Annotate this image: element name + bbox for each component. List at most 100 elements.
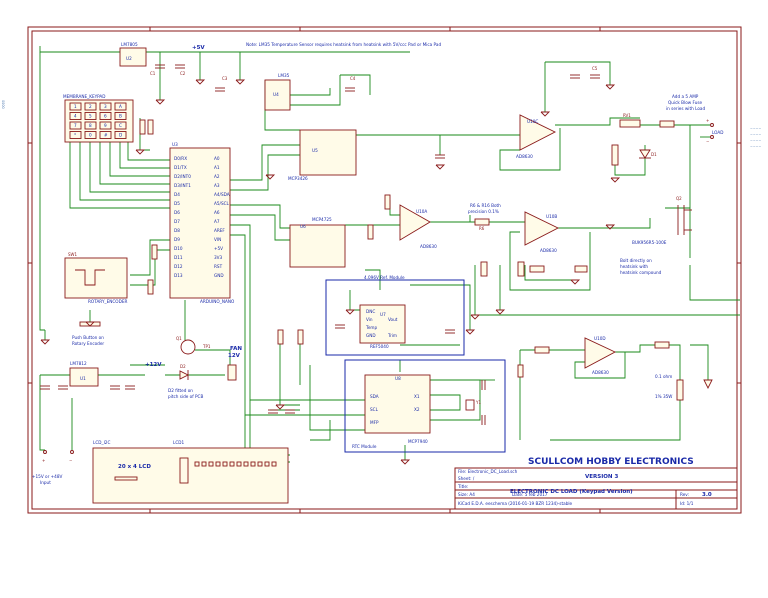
tb-date: Date: 5 feb 2017 — [512, 492, 548, 497]
svg-text:LCD1: LCD1 — [173, 440, 184, 445]
keypad-key-label: C — [119, 123, 122, 128]
arduino-pin-label: D10 — [174, 246, 183, 251]
diode-d1: D1 — [639, 149, 657, 159]
arduino-pin-label: A0 — [214, 156, 220, 161]
lcd-pin — [271, 461, 277, 467]
svg-text:+: + — [706, 118, 709, 123]
arduino-pin-label: 3V3 — [214, 255, 223, 260]
lcd-pin — [250, 461, 256, 467]
svg-text:heatsink compound: heatsink compound — [620, 270, 662, 275]
ground-symbol — [605, 224, 616, 230]
arduino-nano: U3 ARDUINO_NANO D0/RXD1/TXD2/INT0D3/INT1… — [169, 142, 235, 304]
svg-text:Q2: Q2 — [676, 196, 682, 201]
svg-text:~~~~: ~~~~ — [750, 133, 762, 137]
ground-symbol — [155, 99, 166, 105]
svg-text:~~~~: ~~~~ — [750, 139, 762, 143]
svg-text:LM35: LM35 — [278, 73, 290, 78]
svg-text:MEMBRANE_KEYPAD: MEMBRANE_KEYPAD — [63, 94, 106, 99]
svg-text:20 x 4 LCD: 20 x 4 LCD — [118, 464, 151, 470]
svg-text:U10B: U10B — [546, 214, 557, 219]
svg-text:U6: U6 — [300, 224, 306, 229]
ground-symbol — [275, 404, 286, 410]
svg-text:U3: U3 — [172, 142, 178, 147]
rotary-encoder: ROTARY_ENCODER SW1 — [64, 252, 127, 304]
keypad-key-label: 1 — [74, 104, 77, 109]
svg-text:Rotary Encoder: Rotary Encoder — [72, 341, 104, 346]
arduino-pin-label: A4/SDA — [214, 192, 230, 197]
lcd-pin — [229, 461, 235, 467]
keypad-key-label: 6 — [104, 114, 107, 119]
keypad-key — [99, 121, 112, 130]
arduino-pin-label: D7 — [174, 219, 180, 224]
ground-symbol — [135, 149, 146, 155]
lcd-pin — [222, 461, 228, 467]
keypad-key-label: 4 — [74, 114, 77, 119]
svg-text:BUK956R5-100E: BUK956R5-100E — [632, 240, 667, 245]
svg-text:+15V or +48V: +15V or +48V — [32, 474, 62, 479]
tb-rev-label: Rev: — [680, 492, 689, 497]
arduino-pin-label: A6 — [214, 210, 220, 215]
svg-text:D2 fitted on: D2 fitted on — [168, 388, 193, 393]
keypad-key — [114, 121, 127, 130]
opamp-u10d: U10D AD8630 — [584, 336, 617, 375]
sheet-frame — [27, 26, 742, 514]
resistors-u10d — [517, 341, 670, 378]
ground-symbol — [235, 79, 246, 85]
svg-text:heatsink with: heatsink with — [620, 264, 648, 269]
rtc-module: RTC Module U8 MCP7940 SDA SCL MFP X1 X2 … — [344, 359, 506, 453]
svg-text:U10C: U10C — [527, 119, 538, 124]
keypad-key — [114, 131, 127, 139]
keypad-key-label: 7 — [74, 123, 77, 128]
ground-symbol — [40, 339, 51, 345]
fuse-note: Add a 5 AMP Quick Blow Fuse in series wi… — [666, 94, 705, 111]
opamp-u10a: U10A AD8630 — [399, 204, 437, 249]
svg-text:REF5040: REF5040 — [370, 344, 389, 349]
svg-text:0.1 ohm: 0.1 ohm — [655, 374, 672, 379]
arduino-pin-label: D9 — [174, 237, 180, 242]
svg-text:DNC: DNC — [366, 309, 375, 314]
arduino-pin-label: D6 — [174, 210, 180, 215]
ground-symbol — [605, 84, 616, 90]
brand-title: SCULLCOM HOBBY ELECTRONICS — [528, 457, 694, 467]
tb-id: Id: 1/1 — [680, 501, 694, 506]
svg-text:ROTARY_ENCODER: ROTARY_ENCODER — [88, 299, 127, 304]
arduino-pin-label: RST — [214, 264, 223, 269]
ground-symbol — [465, 329, 476, 335]
lcd-pin — [215, 461, 221, 467]
opamp-u10b: U10B AD8630 — [524, 211, 560, 253]
ground-symbol — [495, 309, 506, 315]
svg-text:MCP4725: MCP4725 — [312, 217, 332, 222]
arduino-pin-label: A5/SCL — [214, 201, 230, 206]
svg-text:4.096V Ref. Module: 4.096V Ref. Module — [364, 275, 405, 280]
resistor-rv1: RV1 — [611, 113, 675, 166]
svg-text:U10D: U10D — [594, 336, 606, 341]
keypad-key — [114, 112, 127, 120]
svg-text:0000: 0000 — [1, 100, 5, 109]
regulator-lm7812: LM7812 U1 — [69, 361, 99, 387]
keypad-key — [69, 121, 82, 130]
arduino-pin-label: D2/INT0 — [174, 174, 191, 179]
svg-text:RV1: RV1 — [623, 113, 631, 118]
ground-symbol — [85, 321, 96, 327]
arduino-pin-label: D4 — [174, 192, 180, 197]
svg-text:AD8630: AD8630 — [420, 244, 437, 249]
svg-text:D2: D2 — [180, 364, 186, 369]
svg-text:precision 0.1%: precision 0.1% — [468, 209, 499, 214]
svg-text:LCD_I2C: LCD_I2C — [93, 440, 110, 445]
supply-input: + − +15V or +48V Input — [32, 450, 74, 485]
arduino-pin-label: D12 — [174, 264, 183, 269]
svg-text:Y1: Y1 — [475, 400, 481, 405]
ground-symbol — [540, 111, 551, 117]
svg-text:−: − — [69, 458, 72, 463]
svg-text:Bolt directly on: Bolt directly on — [620, 258, 652, 263]
svg-text:C4: C4 — [350, 76, 356, 81]
svg-text:Trim: Trim — [387, 333, 397, 338]
tb-version: VERSION 3 — [585, 474, 618, 480]
keypad-key-label: 9 — [104, 123, 107, 128]
keypad-key-label: 0 — [89, 133, 92, 138]
keypad-key — [84, 112, 97, 120]
svg-text:Temp: Temp — [365, 325, 378, 330]
svg-text:SCL: SCL — [370, 407, 379, 412]
keypad-key-label: A — [119, 104, 122, 109]
